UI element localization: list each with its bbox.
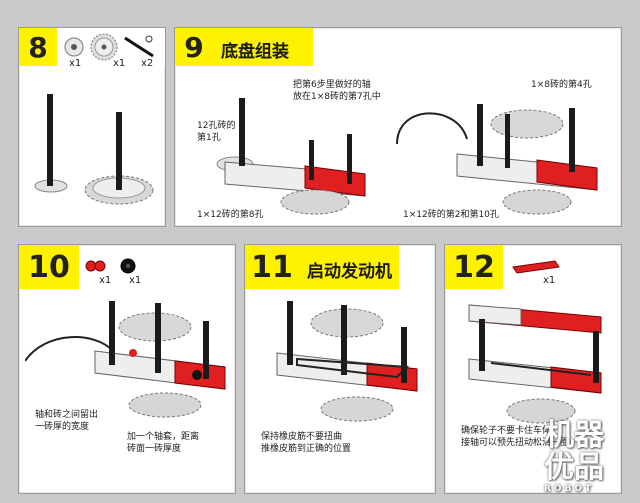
- step-11-illustration: [276, 301, 418, 422]
- step-8-illustration: [34, 94, 154, 205]
- red-brick-part-icon: [512, 260, 560, 274]
- step-12-note-wheel: 确保轮子不要卡住车体接轴可以预先扭动松滑一圈: [461, 426, 570, 448]
- step-9-note-hole2-10: 1×12砖的第2和第10孔: [403, 210, 499, 220]
- gear-count: x1: [113, 58, 126, 69]
- step-9-number: 9: [175, 28, 213, 66]
- step-11-note-band: 保持橡皮筋不要扭曲推橡皮筋到正确的位置: [261, 432, 352, 454]
- step-12-number: 12: [445, 245, 503, 289]
- step-10-illustration: [25, 301, 226, 418]
- watermark-logo: 机器 优品 ROBOT: [544, 418, 604, 495]
- step-10-note-sleeve: 加一个轴套，距离砖面一砖厚度: [127, 432, 200, 454]
- step-10-panel: 10 x1 x1 轴和砖之间留出一砖厚的宽度 加一个轴套，距离砖面一砖厚度: [18, 244, 236, 494]
- red-brick-count: x1: [543, 275, 556, 286]
- step-8-panel: 8 x1 x1 x2: [18, 27, 166, 227]
- step-9-illustration-a: [216, 98, 366, 215]
- step-9-title: 底盘组装: [221, 42, 289, 62]
- gear-part-icon: [90, 33, 118, 61]
- step-9-title-bar: [213, 28, 313, 66]
- bushing-part-icon: [64, 37, 84, 57]
- step-9-illustration-b: [396, 104, 598, 215]
- watermark-line-2: 优品: [544, 450, 604, 485]
- step-9-note-brick18: 1×8砖的第4孔: [531, 80, 592, 90]
- step-9-note-put-axle: 把第6步里做好的轴放在1×8砖的第7孔中: [293, 80, 381, 102]
- step-9-panel: 9 底盘组装 把第6步里做好的轴放在1×8砖的第7孔中 12孔砖的第1孔 1×1…: [174, 27, 622, 227]
- step-8-number: 8: [19, 28, 57, 66]
- step-10-note-gap: 轴和砖之间留出一砖厚的宽度: [35, 410, 99, 432]
- step-9-note-hole1: 12孔砖的第1孔: [197, 121, 236, 143]
- step-9-note-hole8: 1×12砖的第8孔: [197, 210, 264, 220]
- axle-count: x2: [141, 58, 154, 69]
- step-11-title-bar: [299, 245, 399, 289]
- step-10-number: 10: [19, 245, 79, 289]
- step-11-number: 11: [245, 245, 299, 289]
- black-bushing-part-icon: [120, 258, 136, 274]
- black-bushing-count: x1: [129, 275, 142, 286]
- watermark-line-1: 机器: [544, 418, 604, 453]
- bushing-count: x1: [69, 58, 82, 69]
- red-connector-count: x1: [99, 275, 112, 286]
- step-11-title: 启动发动机: [307, 262, 392, 282]
- step-12-panel: 12 x1 确保轮子不要卡住车体接轴可以预先扭动松滑一圈: [444, 244, 622, 494]
- step-11-panel: 11 启动发动机 保持橡皮筋不要扭曲推橡皮筋到正确的位置: [244, 244, 436, 494]
- watermark-line-3: ROBOT: [544, 484, 595, 494]
- red-connector-part-icon: [85, 260, 106, 272]
- step-12-illustration: [468, 304, 602, 424]
- axle-part-icon: [124, 35, 154, 58]
